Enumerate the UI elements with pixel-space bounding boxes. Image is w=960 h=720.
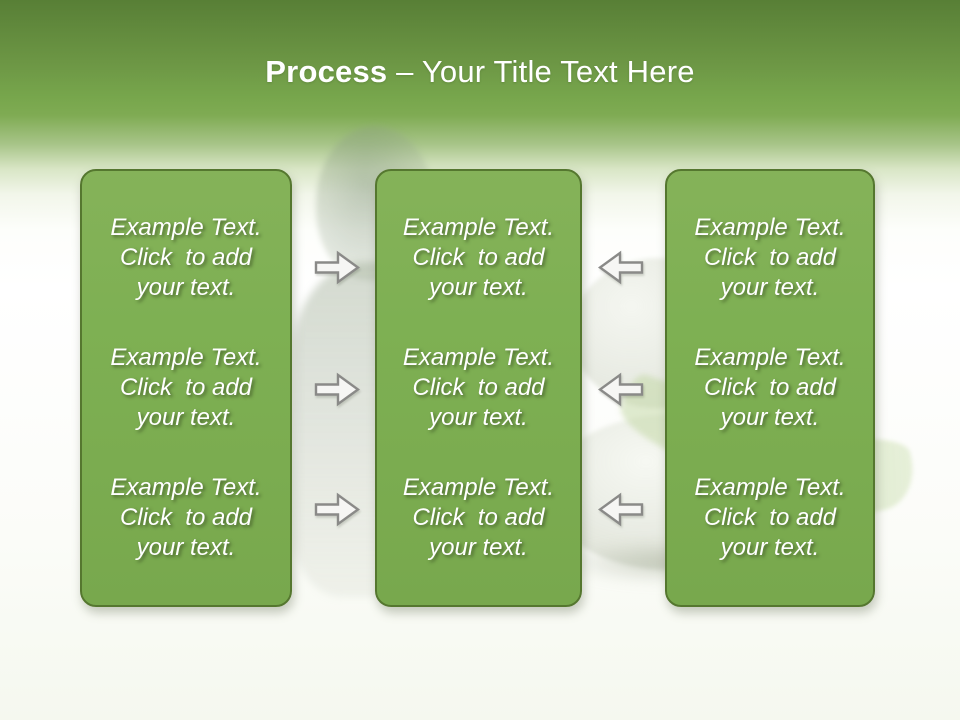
process-column-left: Example Text. Click to add your text. Ex… xyxy=(80,169,292,607)
text-placeholder-block[interactable]: Example Text. Click to add your text. xyxy=(667,343,873,433)
placeholder-line: Click to add xyxy=(703,504,837,531)
title-keyword: Process xyxy=(265,54,388,89)
placeholder-line: Click to add xyxy=(703,244,837,271)
placeholder-line: Click to add xyxy=(412,374,545,401)
text-placeholder-block[interactable]: Example Text. Click to add your text. xyxy=(82,473,290,563)
placeholder-line: your text. xyxy=(429,274,528,301)
block-arrow-left-icon xyxy=(597,371,644,408)
block-arrow-right-icon xyxy=(314,371,361,408)
placeholder-line: Example Text. xyxy=(694,214,846,241)
placeholder-line: Click to add xyxy=(412,504,545,531)
text-placeholder-block[interactable]: Example Text. Click to add your text. xyxy=(377,343,580,433)
placeholder-line: Click to add xyxy=(412,244,545,271)
placeholder-line: Click to add xyxy=(119,374,253,401)
block-arrow-left-icon xyxy=(597,491,644,528)
slide-title: Process – Your Title Text Here xyxy=(0,52,960,92)
block-arrow-right-icon xyxy=(314,249,361,286)
text-placeholder-block[interactable]: Example Text. Click to add your text. xyxy=(377,473,580,563)
process-column-middle: Example Text. Click to add your text. Ex… xyxy=(375,169,582,607)
process-column-right: Example Text. Click to add your text. Ex… xyxy=(665,169,875,607)
placeholder-line: Example Text. xyxy=(694,474,846,501)
placeholder-line: Example Text. xyxy=(694,344,846,371)
text-placeholder-block[interactable]: Example Text. Click to add your text. xyxy=(82,343,290,433)
placeholder-line: Example Text. xyxy=(110,344,262,371)
placeholder-line: Example Text. xyxy=(402,344,555,371)
text-placeholder-block[interactable]: Example Text. Click to add your text. xyxy=(377,213,580,303)
placeholder-line: your text. xyxy=(429,534,528,561)
placeholder-line: your text. xyxy=(720,404,820,431)
placeholder-line: your text. xyxy=(136,534,236,561)
text-placeholder-block[interactable]: Example Text. Click to add your text. xyxy=(82,213,290,303)
placeholder-line: your text. xyxy=(136,274,236,301)
placeholder-line: Click to add xyxy=(703,374,837,401)
block-arrow-right-icon xyxy=(314,491,361,528)
block-arrow-left-icon xyxy=(597,249,644,286)
title-rest: – Your Title Text Here xyxy=(396,54,695,89)
placeholder-line: Click to add xyxy=(119,504,253,531)
placeholder-line: Example Text. xyxy=(110,474,262,501)
placeholder-line: your text. xyxy=(136,404,236,431)
placeholder-line: Click to add xyxy=(119,244,253,271)
text-placeholder-block[interactable]: Example Text. Click to add your text. xyxy=(667,213,873,303)
placeholder-line: Example Text. xyxy=(110,214,262,241)
placeholder-line: your text. xyxy=(429,404,528,431)
placeholder-line: Example Text. xyxy=(402,474,555,501)
placeholder-line: Example Text. xyxy=(402,214,555,241)
placeholder-line: your text. xyxy=(720,534,820,561)
text-placeholder-block[interactable]: Example Text. Click to add your text. xyxy=(667,473,873,563)
placeholder-line: your text. xyxy=(720,274,820,301)
